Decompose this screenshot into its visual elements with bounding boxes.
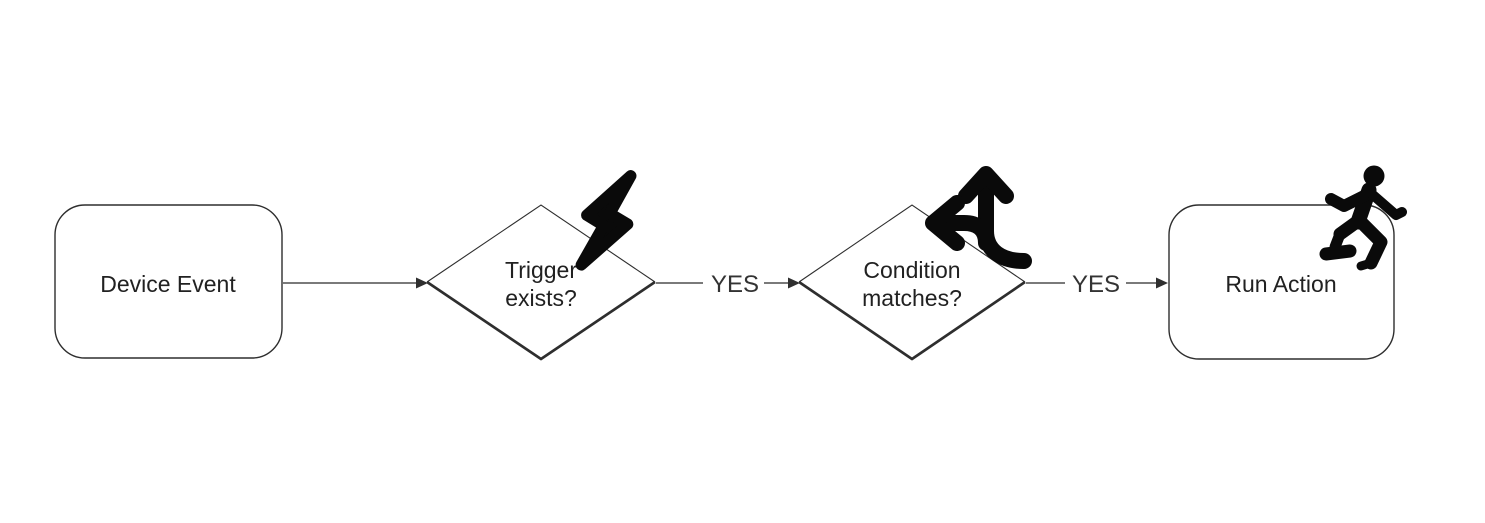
node-condition-matches: Condition matches? <box>798 204 1026 361</box>
connector-device-event-to-trigger <box>283 277 428 289</box>
lightning-icon <box>575 170 637 271</box>
edge-label-yes-2: YES <box>1072 271 1120 298</box>
node-label-trigger-line2: exists? <box>505 285 577 311</box>
arrowhead-right-icon <box>788 277 800 289</box>
node-label-condition-line2: matches? <box>862 285 962 311</box>
node-label-device-event: Device Event <box>100 271 236 297</box>
directions-split-icon <box>925 166 1032 269</box>
node-label-condition-line1: Condition <box>863 257 960 283</box>
node-device-event: Device Event <box>54 204 283 359</box>
diamond-bottom-edges <box>798 280 1026 361</box>
diamond-top-edges <box>426 204 656 283</box>
node-label-trigger-line1: Trigger <box>505 257 577 283</box>
rounded-rect-shape <box>54 204 283 359</box>
arrowhead-right-icon <box>416 277 428 289</box>
running-person-icon <box>1319 165 1407 271</box>
node-label-run-action: Run Action <box>1225 271 1336 297</box>
connector-trigger-to-condition: YES <box>656 271 800 298</box>
arrowhead-right-icon <box>1156 277 1168 289</box>
edge-label-yes-1: YES <box>711 271 759 298</box>
connector-condition-to-run-action: YES <box>1026 271 1168 298</box>
diamond-top-edges <box>798 204 1026 283</box>
diamond-bottom-edges <box>426 280 656 361</box>
